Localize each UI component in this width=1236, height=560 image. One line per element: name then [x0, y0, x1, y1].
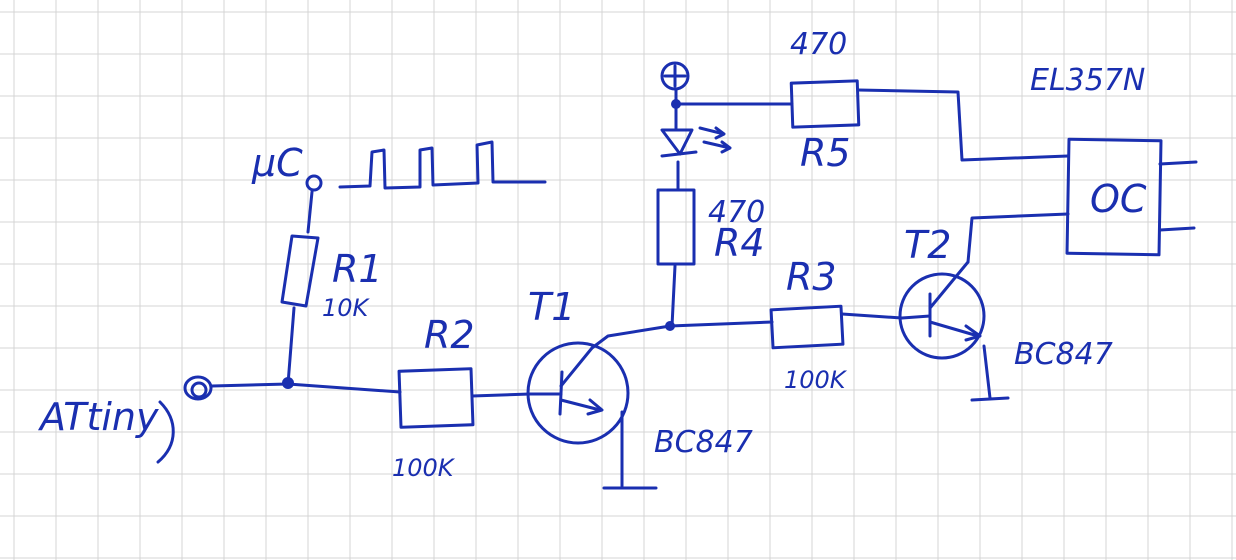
junction-input: [282, 377, 294, 389]
label-r1: R1: [332, 247, 383, 291]
transistor-t1: [526, 341, 630, 445]
wire-r2-t1: [470, 392, 532, 398]
label-r1-value: 10K: [322, 294, 371, 322]
label-r2-value: 100K: [392, 454, 456, 482]
wire-r5-opto: [856, 88, 1070, 162]
label-opto-part: EL357N: [1030, 63, 1145, 98]
wire-t1-collector: [590, 324, 672, 350]
label-r5-value: 470: [790, 27, 847, 62]
junction-collector: [665, 321, 675, 331]
label-r5: R5: [800, 131, 851, 175]
label-uc: µC: [251, 141, 303, 185]
supply-plus: [660, 61, 690, 91]
label-t1-part: BC847: [654, 425, 753, 460]
label-attiny: ATtiny: [37, 395, 159, 439]
wire-r3-t2: [840, 312, 904, 320]
label-t2-part: BC847: [1014, 337, 1113, 372]
transistor-t2: [898, 260, 986, 360]
led: [660, 126, 732, 158]
resistor-r4: [656, 188, 696, 266]
wire-uc-r1: [306, 190, 314, 234]
label-r3: R3: [786, 255, 837, 299]
resistor-r3: [769, 304, 845, 350]
resistor-r2: [397, 367, 475, 429]
uc-pin: [305, 174, 323, 192]
attiny-tail: [156, 400, 175, 464]
square-wave-signal: [338, 140, 547, 190]
label-opto: OC: [1090, 177, 1147, 221]
wire-input: [210, 382, 290, 388]
wire-node-r2: [286, 382, 402, 394]
wire-opto-out2: [1158, 226, 1196, 232]
label-t2: T2: [904, 223, 951, 267]
t2-ground: [970, 344, 1010, 402]
label-r4: R4: [714, 221, 765, 265]
junction-plus: [671, 99, 681, 109]
wire-t2-opto: [966, 212, 1070, 264]
resistor-r5: [789, 79, 861, 129]
wire-opto-out1: [1158, 160, 1198, 166]
optocoupler-box: [1065, 137, 1163, 257]
label-r3-value: 100K: [784, 366, 848, 394]
wire-r4-node: [670, 264, 677, 328]
wire-node-r3: [668, 320, 774, 328]
t1-ground: [602, 410, 658, 490]
label-r4-value: 470: [708, 195, 765, 230]
label-t1: T1: [528, 285, 575, 329]
resistor-r1: [280, 234, 320, 308]
wire-r1-node: [286, 306, 296, 386]
wires: [156, 88, 1198, 490]
input-connector: [183, 375, 213, 401]
label-r2: R2: [424, 313, 475, 357]
